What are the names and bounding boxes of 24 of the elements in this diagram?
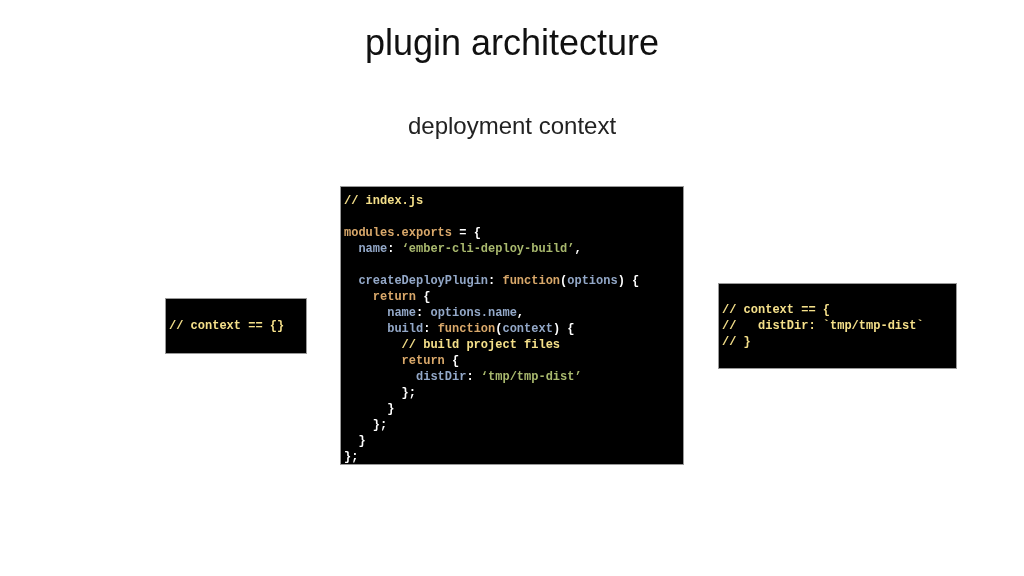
- code-line: return {: [371, 289, 432, 305]
- code-comment: // index.js: [344, 193, 425, 209]
- code-line: distDir: ‘tmp/tmp-dist’: [415, 369, 583, 385]
- code-panel: [165, 298, 307, 354]
- code-line: return {: [400, 353, 461, 369]
- code-line: }: [386, 401, 396, 417]
- code-line: createDeployPlugin: function(options) {: [357, 273, 641, 289]
- code-comment: // distDir: `tmp/tmp-dist`: [722, 318, 925, 334]
- code-line: }: [357, 433, 367, 449]
- code-line: modules.exports = {: [344, 225, 482, 241]
- code-panel: [718, 283, 957, 369]
- code-comment: // context == {: [722, 302, 832, 318]
- code-comment: // }: [722, 334, 752, 350]
- code-line: name: ‘ember-cli-deploy-build’,: [357, 241, 583, 257]
- code-panel: [340, 186, 684, 465]
- code-line: build: function(context) {: [386, 321, 576, 337]
- slide-title: plugin architecture: [363, 22, 661, 64]
- code-line: };: [371, 417, 389, 433]
- code-comment: // build project files: [400, 337, 562, 353]
- subtitle: deployment context: [406, 112, 618, 140]
- code-comment: // context == {}: [169, 318, 286, 334]
- code-line: };: [344, 449, 360, 465]
- code-line: };: [400, 385, 417, 401]
- code-line: name: options.name,: [386, 305, 526, 321]
